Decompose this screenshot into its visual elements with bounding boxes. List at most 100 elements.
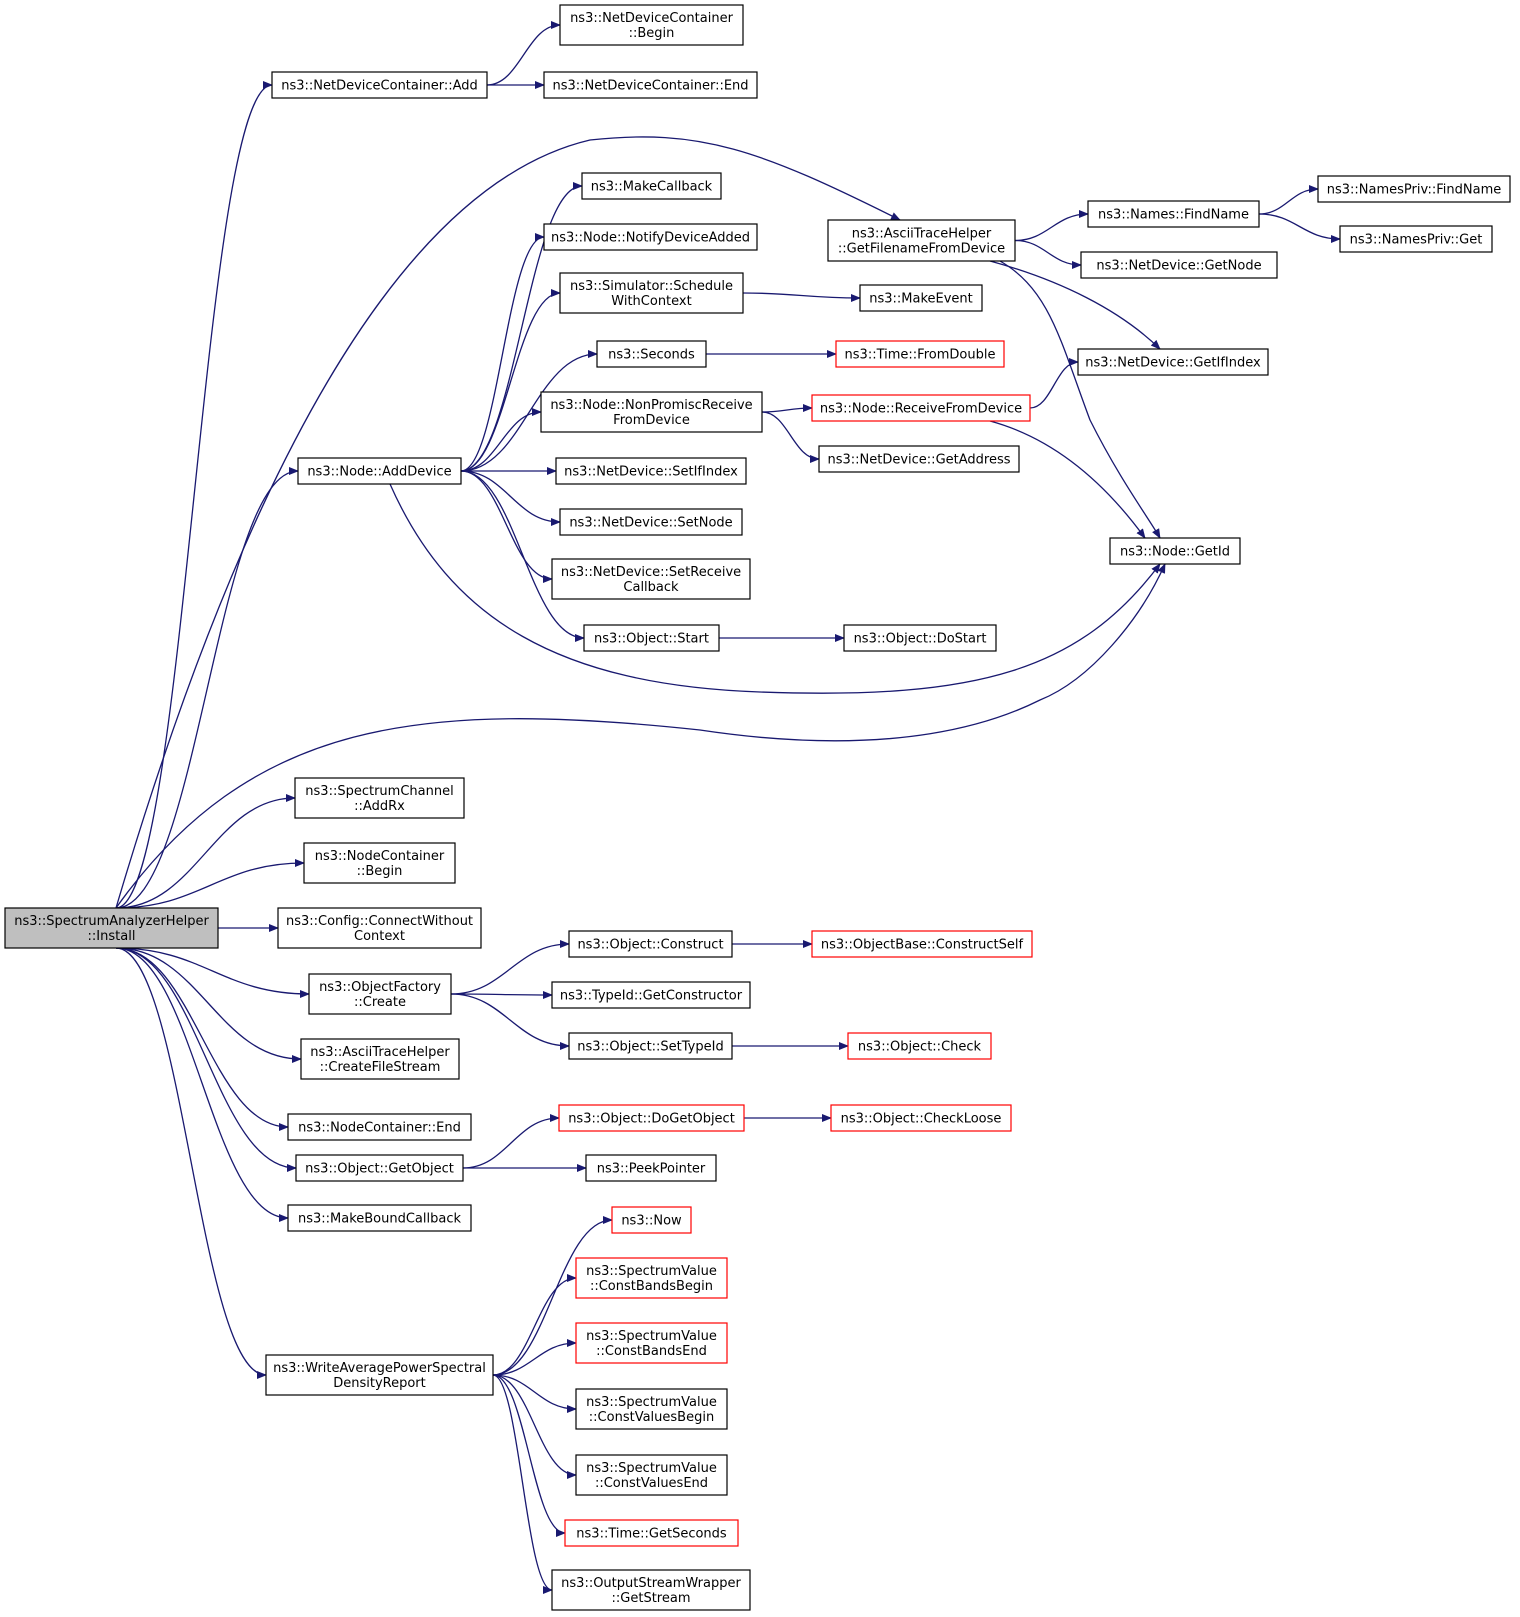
node-makeboundcb[interactable]: ns3::MakeBoundCallback [287, 1204, 472, 1232]
edge-root-to-nc_begin [115, 859, 305, 909]
node-obj-dogetobject[interactable]: ns3::Object::DoGetObject [558, 1104, 745, 1132]
node-box [265, 1354, 494, 1396]
node-box [818, 445, 1020, 473]
node-node-notify[interactable]: ns3::Node::NotifyDeviceAdded [543, 223, 758, 251]
node-label: ns3::NetDevice::SetReceive [561, 565, 741, 580]
edge-root-to-objfactory_create [115, 947, 310, 998]
node-label: ns3::NetDevice::GetAddress [827, 453, 1010, 468]
node-ascii-getfn[interactable]: ns3::AsciiTraceHelper::GetFilenameFromDe… [827, 219, 1016, 262]
node-obj-check[interactable]: ns3::Object::Check [847, 1032, 992, 1060]
node-label: ns3::SpectrumValue [586, 1264, 717, 1279]
node-label: ns3::Node::NonPromiscReceive [550, 398, 752, 413]
node-label: ns3::Node::NotifyDeviceAdded [551, 231, 750, 246]
node-box [575, 1388, 728, 1430]
node-spec-addrx[interactable]: ns3::SpectrumChannel::AddRx [294, 777, 465, 819]
edge-write_report-to-now [492, 1216, 613, 1376]
node-namespriv-find[interactable]: ns3::NamesPriv::FindName [1317, 175, 1511, 203]
node-time-fromdouble[interactable]: ns3::Time::FromDouble [835, 340, 1005, 368]
node-obj-start[interactable]: ns3::Object::Start [583, 624, 720, 652]
node-label: ns3::Node::AddDevice [307, 465, 451, 480]
node-label: WithContext [611, 294, 691, 309]
node-box [611, 1206, 692, 1234]
edges-layer [115, 21, 1341, 1594]
edge-names_find-to-namespriv_find [1258, 185, 1319, 215]
node-nd-getaddress[interactable]: ns3::NetDevice::GetAddress [818, 445, 1020, 473]
node-label: ns3::AsciiTraceHelper [852, 227, 992, 242]
node-ndc-add[interactable]: ns3::NetDeviceContainer::Add [271, 71, 488, 99]
node-box [4, 907, 219, 949]
edge-node_adddevice-to-node_nonpromisc [460, 408, 542, 472]
node-label: ns3::Object::SetTypeId [577, 1040, 723, 1055]
node-box [1339, 225, 1493, 253]
node-namespriv-get[interactable]: ns3::NamesPriv::Get [1339, 225, 1493, 253]
node-label: ns3::SpectrumValue [586, 1395, 717, 1410]
node-obj-getobject[interactable]: ns3::Object::GetObject [295, 1154, 464, 1182]
node-now[interactable]: ns3::Now [611, 1206, 692, 1234]
node-nc-begin[interactable]: ns3::NodeContainer::Begin [303, 842, 456, 884]
node-label: ns3::MakeCallback [591, 180, 713, 195]
node-obj-dostart[interactable]: ns3::Object::DoStart [843, 624, 997, 652]
node-ascii-create[interactable]: ns3::AsciiTraceHelper::CreateFileStream [300, 1038, 460, 1080]
node-box [581, 172, 722, 200]
node-makecallback[interactable]: ns3::MakeCallback [581, 172, 722, 200]
node-box [575, 1257, 728, 1299]
node-label: ns3::NetDevice::GetIfIndex [1085, 356, 1261, 371]
edge-ascii_getfn-to-names_find [1014, 210, 1089, 242]
node-nd-setnode[interactable]: ns3::NetDevice::SetNode [559, 508, 743, 536]
node-label: ns3::SpectrumChannel [305, 784, 453, 799]
node-box [835, 340, 1005, 368]
edge-root-to-makeboundcb [115, 947, 289, 1222]
edge-node_nonpromisc-to-node_recvfrom [761, 404, 813, 413]
edge-ascii_getfn-to-nd_getifindex [989, 260, 1161, 350]
node-obj-checkloose[interactable]: ns3::Object::CheckLoose [830, 1104, 1012, 1132]
node-nd-setifindex[interactable]: ns3::NetDevice::SetIfIndex [555, 457, 747, 485]
edge-root-to-ascii_create [115, 947, 302, 1063]
node-node-adddevice[interactable]: ns3::Node::AddDevice [297, 457, 462, 485]
node-objbase-construct[interactable]: ns3::ObjectBase::ConstructSelf [811, 930, 1033, 958]
edge-node_nonpromisc-to-nd_getaddress [761, 411, 820, 463]
node-node-getid[interactable]: ns3::Node::GetId [1109, 537, 1241, 565]
node-root[interactable]: ns3::SpectrumAnalyzerHelper::Install [4, 907, 219, 949]
node-box [1087, 200, 1260, 228]
edge-objfactory_create-to-typeid_getctor [450, 990, 553, 999]
node-sv-cbe[interactable]: ns3::SpectrumValue::ConstBandsEnd [575, 1322, 728, 1364]
node-objfactory-create[interactable]: ns3::ObjectFactory::Create [308, 973, 452, 1015]
node-nd-getnode[interactable]: ns3::NetDevice::GetNode [1080, 251, 1278, 279]
node-names-find[interactable]: ns3::Names::FindName [1087, 200, 1260, 228]
node-box [843, 624, 997, 652]
node-label: ns3::NamesPriv::FindName [1327, 183, 1501, 198]
node-box [575, 1454, 728, 1496]
node-time-getseconds[interactable]: ns3::Time::GetSeconds [564, 1519, 739, 1547]
node-sv-cvb[interactable]: ns3::SpectrumValue::ConstValuesBegin [575, 1388, 728, 1430]
node-nc-end[interactable]: ns3::NodeContainer::End [287, 1113, 472, 1141]
node-node-recvfrom[interactable]: ns3::Node::ReceiveFromDevice [811, 394, 1031, 422]
edge-node_adddevice-to-seconds [460, 350, 598, 472]
node-obj-settypeid[interactable]: ns3::Object::SetTypeId [568, 1032, 733, 1060]
node-obj-construct[interactable]: ns3::Object::Construct [568, 930, 733, 958]
node-label: ::ConstBandsEnd [596, 1344, 707, 1359]
node-label: ::Create [354, 995, 406, 1010]
node-sv-cbb[interactable]: ns3::SpectrumValue::ConstBandsBegin [575, 1257, 728, 1299]
node-sv-cve[interactable]: ns3::SpectrumValue::ConstValuesEnd [575, 1454, 728, 1496]
node-ndc-begin[interactable]: ns3::NetDeviceContainer::Begin [559, 4, 744, 46]
node-box [827, 219, 1016, 262]
node-box [585, 1154, 717, 1182]
node-label: ns3::Object::CheckLoose [841, 1112, 1002, 1127]
node-nd-getifindex[interactable]: ns3::NetDevice::GetIfIndex [1077, 348, 1269, 376]
node-box [559, 4, 744, 46]
node-osw-getstream[interactable]: ns3::OutputStreamWrapper::GetStream [551, 1569, 751, 1611]
node-label: ::CreateFileStream [320, 1060, 441, 1075]
node-box [1109, 537, 1241, 565]
node-seconds[interactable]: ns3::Seconds [596, 340, 707, 368]
node-ndc-end[interactable]: ns3::NetDeviceContainer::End [543, 71, 758, 99]
node-write-report[interactable]: ns3::WriteAveragePowerSpectralDensityRep… [265, 1354, 494, 1396]
node-box [300, 1038, 460, 1080]
edge-node_adddevice-to-nd_setnode [460, 470, 561, 526]
node-typeid-getctor[interactable]: ns3::TypeId::GetConstructor [551, 981, 751, 1009]
node-makeevent[interactable]: ns3::MakeEvent [859, 284, 983, 312]
node-peekpointer[interactable]: ns3::PeekPointer [585, 1154, 717, 1182]
